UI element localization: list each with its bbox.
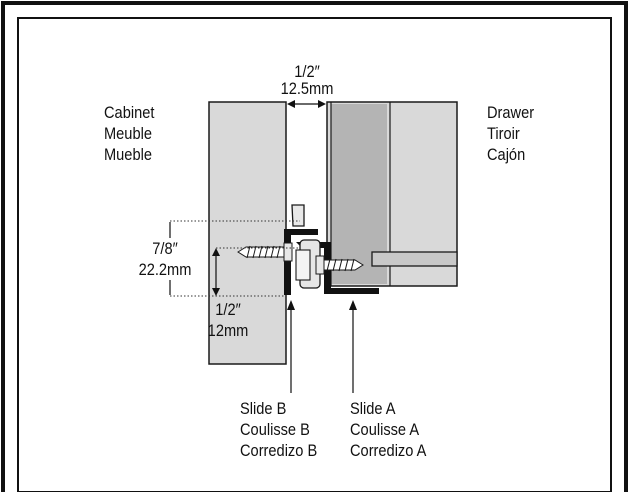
reference-lines [170, 220, 300, 297]
drawer-label-en: Drawer [487, 103, 535, 122]
slide-b-label-es: Corredizo B [240, 441, 318, 460]
slide-a-label-es: Corredizo A [350, 441, 427, 460]
slide-a-arrow [349, 300, 357, 310]
slide-a-label-en: Slide A [350, 399, 396, 418]
offset-metric: 12mm [207, 321, 249, 340]
gap-imperial: 1/2″ [294, 62, 320, 81]
drawer-screw [315, 255, 364, 275]
slide-roller-inner [295, 249, 311, 281]
drawer-label: Drawer Tiroir Cajón [487, 102, 534, 165]
slide-b-label-fr: Coulisse B [240, 420, 310, 439]
gap-metric: 12.5mm [280, 79, 334, 98]
cabinet-label: Cabinet Meuble Mueble [104, 102, 154, 165]
gap-arrow-right [318, 100, 326, 108]
drawer-label-fr: Tiroir [487, 124, 520, 143]
height-dimension-label: 7/8″ 22.2mm [126, 238, 204, 280]
height-imperial: 7/8″ [152, 239, 178, 258]
height-metric: 22.2mm [138, 260, 192, 279]
offset-arrow-down [212, 288, 220, 296]
drawer-bottom [371, 251, 458, 267]
offset-arrow-up [212, 248, 220, 256]
cabinet-label-fr: Meuble [104, 124, 152, 143]
gap-arrow-left [287, 100, 295, 108]
gap-dimension-label: 1/2″ 12.5mm [268, 61, 345, 99]
slide-b-member [284, 229, 318, 295]
cabinet-panel [208, 101, 287, 365]
slide-a-label: Slide A Coulisse A Corredizo A [350, 398, 426, 461]
offset-dimension-label: 1/2″ 12mm [207, 299, 250, 341]
drawer-label-es: Cajón [487, 145, 526, 164]
cabinet-label-es: Mueble [104, 145, 152, 164]
inner-panel [17, 17, 612, 492]
slide-b-bracket [291, 204, 305, 227]
slide-b-label: Slide B Coulisse B Corredizo B [240, 398, 317, 461]
offset-imperial: 1/2″ [215, 300, 241, 319]
slide-b-arrow [287, 300, 295, 310]
cabinet-label-en: Cabinet [104, 103, 155, 122]
slide-a-label-fr: Coulisse A [350, 420, 420, 439]
slide-b-label-en: Slide B [240, 399, 287, 418]
